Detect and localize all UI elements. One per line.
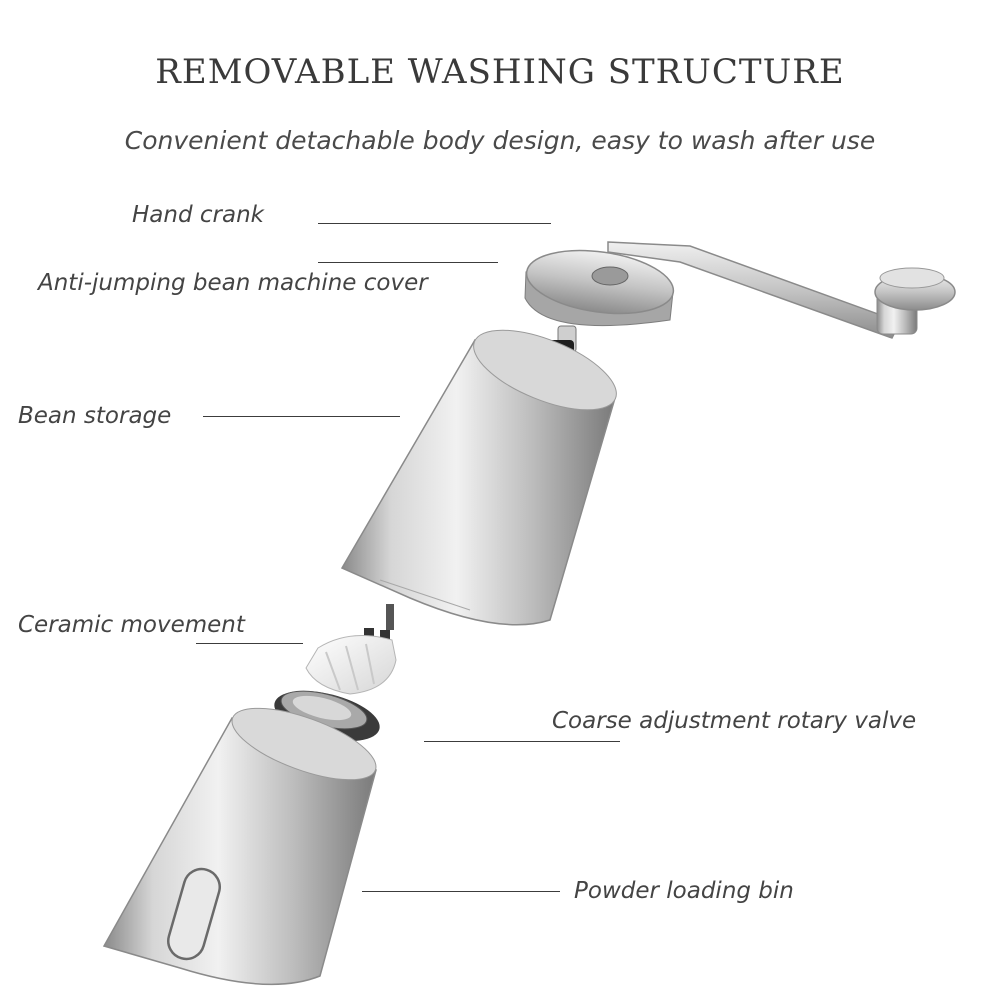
leader-powder-bin: [362, 891, 560, 892]
label-cover: Anti-jumping bean machine cover: [38, 270, 428, 296]
powder-bin-part: [102, 707, 377, 986]
leader-rotary-valve: [424, 741, 620, 742]
page-title: REMOVABLE WASHING STRUCTURE: [155, 52, 845, 92]
leader-hand-crank: [318, 223, 551, 224]
leader-ceramic-movement: [196, 643, 303, 644]
ceramic-movement-part: [305, 604, 397, 695]
bean-storage-part: [340, 325, 617, 626]
label-bean-storage: Bean storage: [18, 403, 172, 429]
page-subtitle: Convenient detachable body design, easy …: [124, 126, 876, 155]
cover-part: [524, 249, 675, 327]
label-rotary-valve: Coarse adjustment rotary valve: [552, 708, 917, 734]
leader-bean-storage: [203, 416, 400, 417]
label-ceramic-movement: Ceramic movement: [18, 612, 245, 638]
label-powder-bin: Powder loading bin: [574, 878, 794, 904]
hand-crank-part: [607, 241, 956, 339]
label-hand-crank: Hand crank: [132, 202, 264, 228]
leader-cover: [318, 262, 498, 263]
